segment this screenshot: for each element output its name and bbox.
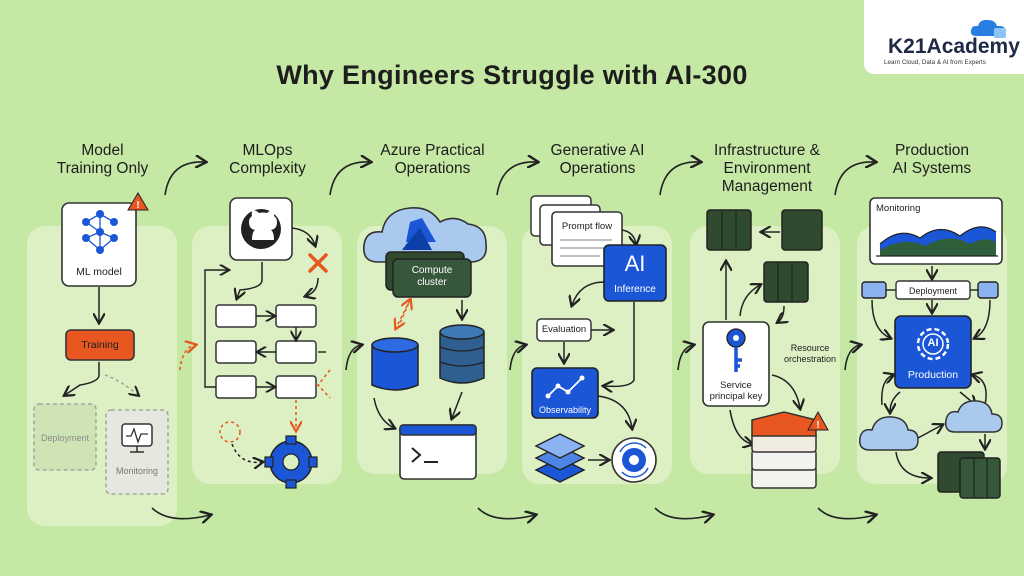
- deployment-bar-label: Deployment: [908, 286, 958, 296]
- ml-model-node: [61, 202, 137, 287]
- database-icon-left: [371, 337, 419, 391]
- ai-label: AI: [624, 251, 646, 276]
- brand-name: K21Academy: [888, 35, 1020, 58]
- container-cube-2: [781, 209, 823, 251]
- container-cube-1: [706, 209, 752, 251]
- observability-node: [531, 367, 599, 419]
- monitoring-label: Monitoring: [115, 466, 159, 476]
- brand-logo-card: K21Academy Learn Cloud, Data & AI from E…: [864, 0, 1024, 74]
- compute-cluster-label: Compute cluster: [411, 265, 453, 288]
- evaluation-label: Evaluation: [541, 324, 587, 335]
- production-ai-label: AI: [927, 337, 939, 349]
- production-node: [894, 315, 972, 389]
- resource-orchestration-label: Resource orchestration: [783, 343, 837, 364]
- resource-stack-icon: [751, 411, 817, 489]
- terminal-icon: [399, 424, 477, 480]
- container-cube-3: [763, 261, 809, 303]
- cloud-icon-right: [944, 400, 1003, 433]
- github-icon: [229, 197, 293, 261]
- layers-icon: [534, 433, 586, 483]
- ml-model-label: ML model: [76, 266, 122, 278]
- service-principal-key-node: [702, 321, 770, 407]
- cloud-icon-left: [858, 416, 919, 451]
- server-cube-icon: [937, 451, 1001, 499]
- deployment-label: Deployment: [40, 433, 90, 443]
- service-principal-key-label: Service principal key: [709, 380, 763, 402]
- stage-2-title: MLOps Complexity: [229, 142, 306, 177]
- azure-cloud-icon: [362, 206, 487, 263]
- prompt-flow-label: Prompt flow: [561, 221, 613, 232]
- brand-tagline: Learn Cloud, Data & AI from Experts: [884, 59, 986, 66]
- observability-label: Observability: [538, 405, 592, 415]
- monitor-icon: [121, 423, 153, 453]
- ai-inference-node: [603, 244, 667, 302]
- svg-text:!: !: [816, 420, 819, 431]
- database-icon-right: [439, 324, 485, 384]
- pipeline-grid: [215, 304, 317, 399]
- stage-1-title: Model Training Only: [56, 142, 149, 177]
- deployment-bar: [861, 280, 999, 300]
- warning-icon: !: [127, 192, 149, 211]
- page-title: Why Engineers Struggle with AI-300: [276, 60, 748, 90]
- inference-label: Inference: [614, 284, 656, 295]
- stage-4-title: Generative AI Operations: [550, 142, 645, 177]
- gear-icon: [264, 435, 318, 489]
- stage-6-title: Production AI Systems: [892, 142, 972, 177]
- svg-text:!: !: [136, 200, 139, 211]
- production-label: Production: [907, 369, 959, 381]
- stage-3-title: Azure Practical Operations: [380, 142, 485, 177]
- monitoring-chart-label: Monitoring: [876, 203, 921, 214]
- stack-warning-icon: !: [807, 410, 829, 431]
- error-x-icon: [308, 253, 328, 273]
- training-label: Training: [81, 339, 119, 351]
- cloud-logo-icon: [970, 19, 1006, 38]
- stage-5-title: Infrastructure & Environment Management: [714, 142, 820, 195]
- sync-gear-icon: [611, 437, 657, 483]
- monitoring-chart-node: [869, 197, 1003, 265]
